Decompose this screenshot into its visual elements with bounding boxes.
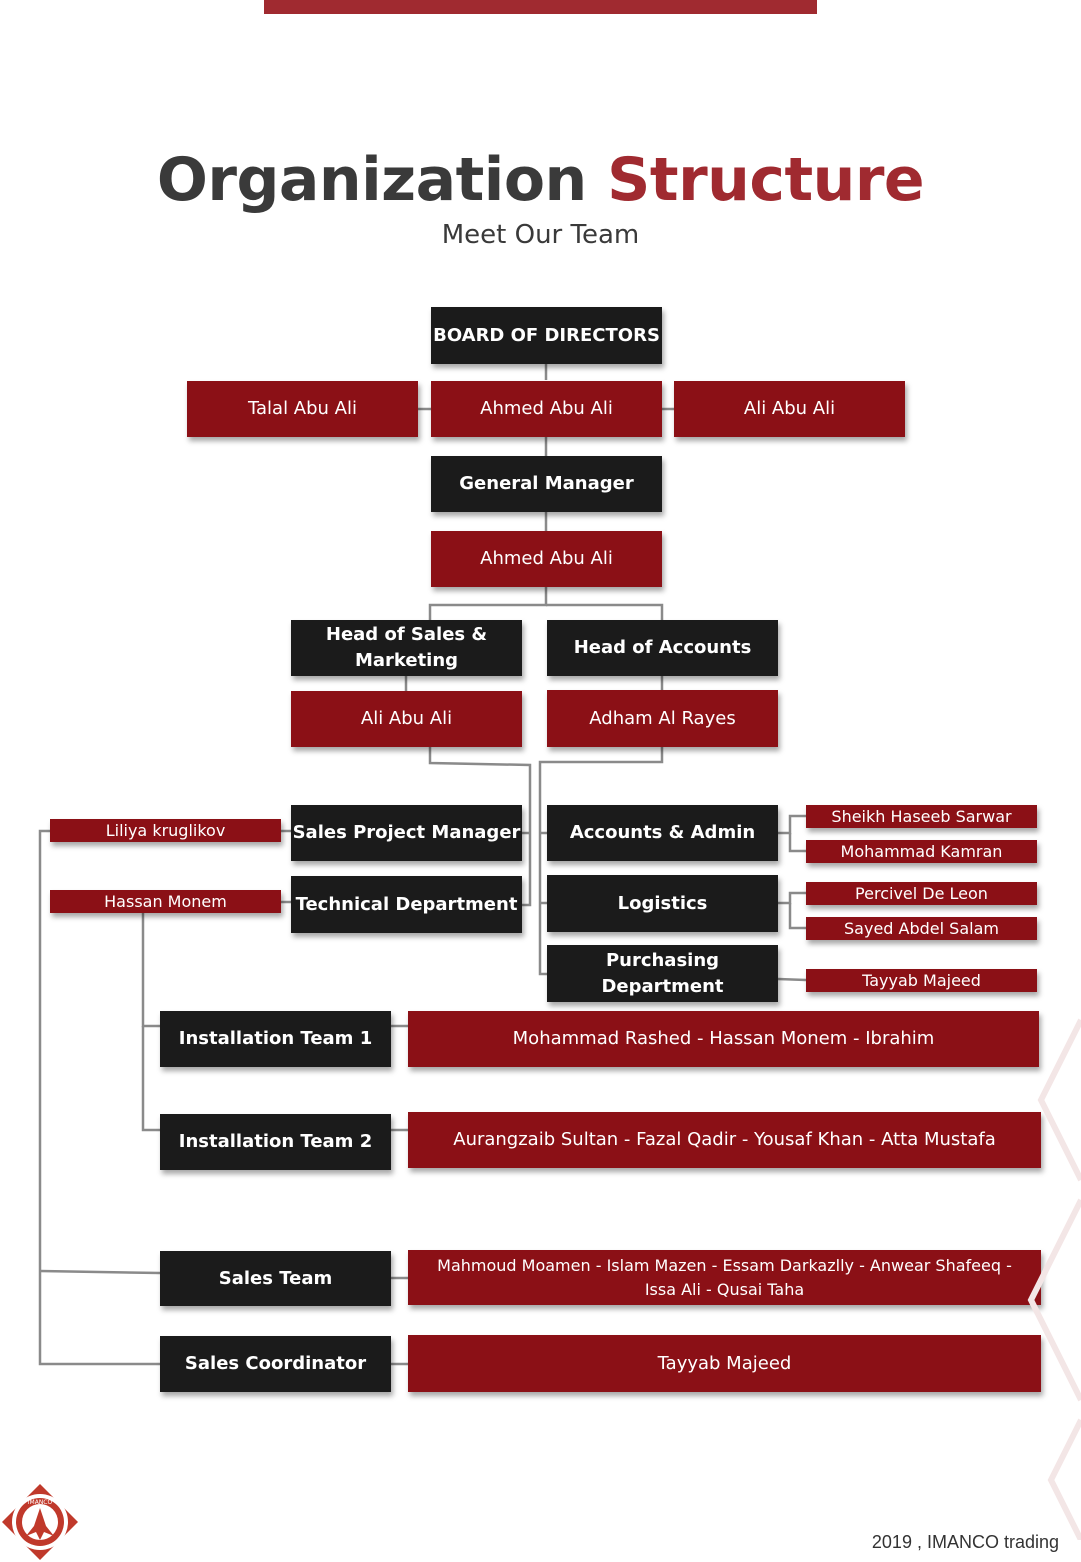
purchasing-department-box: Purchasing Department xyxy=(547,945,778,1002)
accounts-admin-member-2: Mohammad Kamran xyxy=(806,840,1037,863)
installation-team-2-box: Installation Team 2 xyxy=(160,1114,391,1170)
general-manager-box: General Manager xyxy=(431,456,662,512)
technical-department-box: Technical Department xyxy=(291,876,522,933)
board-of-directors-box: BOARD OF DIRECTORS xyxy=(431,307,662,364)
page-subtitle: Meet Our Team xyxy=(441,220,640,250)
board-member-talal: Talal Abu Ali xyxy=(187,381,418,437)
sales-project-manager-name: Liliya kruglikov xyxy=(50,819,281,842)
installation-team-2-members: Aurangzaib Sultan - Fazal Qadir - Yousaf… xyxy=(408,1112,1041,1168)
title-part-2: Structure xyxy=(607,145,925,215)
head-accounts-box: Head of Accounts xyxy=(547,620,778,676)
company-logo-icon: IMANCO xyxy=(2,1484,78,1560)
general-manager-name: Ahmed Abu Ali xyxy=(431,531,662,587)
sales-team-members: Mahmoud Moamen - Islam Mazen - Essam Dar… xyxy=(408,1250,1041,1305)
accounts-admin-box: Accounts & Admin xyxy=(547,805,778,861)
board-member-ali: Ali Abu Ali xyxy=(674,381,905,437)
sales-coordinator-box: Sales Coordinator xyxy=(160,1336,391,1392)
logistics-member-2: Sayed Abdel Salam xyxy=(806,917,1037,940)
decorative-background-shapes xyxy=(1027,1018,1081,1540)
head-sales-marketing-box: Head of Sales & Marketing xyxy=(291,620,522,676)
sales-project-manager-box: Sales Project Manager xyxy=(291,805,522,861)
installation-team-1-members: Mohammad Rashed - Hassan Monem - Ibrahim xyxy=(408,1011,1039,1067)
purchasing-department-name: Tayyab Majeed xyxy=(806,969,1037,992)
head-sales-marketing-name: Ali Abu Ali xyxy=(291,691,522,747)
footer-text: 2019 , IMANCO trading xyxy=(871,1532,1059,1552)
accounts-admin-member-1: Sheikh Haseeb Sarwar xyxy=(806,805,1037,828)
technical-department-name: Hassan Monem xyxy=(50,890,281,913)
page-title: Organization Structure xyxy=(0,140,1081,220)
installation-team-1-box: Installation Team 1 xyxy=(160,1011,391,1067)
sales-coordinator-name: Tayyab Majeed xyxy=(408,1335,1041,1392)
logistics-member-1: Percivel De Leon xyxy=(806,882,1037,905)
head-accounts-name: Adham Al Rayes xyxy=(547,690,778,747)
top-accent-bar xyxy=(264,0,817,14)
logo-text: IMANCO xyxy=(28,1499,53,1506)
sales-team-members-line-1: Mahmoud Moamen - Islam Mazen - Essam Dar… xyxy=(437,1255,1012,1275)
board-member-ahmed: Ahmed Abu Ali xyxy=(431,381,662,437)
sales-team-members-line-2: Issa Ali - Qusai Taha xyxy=(644,1279,805,1299)
logistics-box: Logistics xyxy=(547,875,778,932)
title-part-1: Organization xyxy=(156,145,587,215)
sales-team-box: Sales Team xyxy=(160,1251,391,1306)
